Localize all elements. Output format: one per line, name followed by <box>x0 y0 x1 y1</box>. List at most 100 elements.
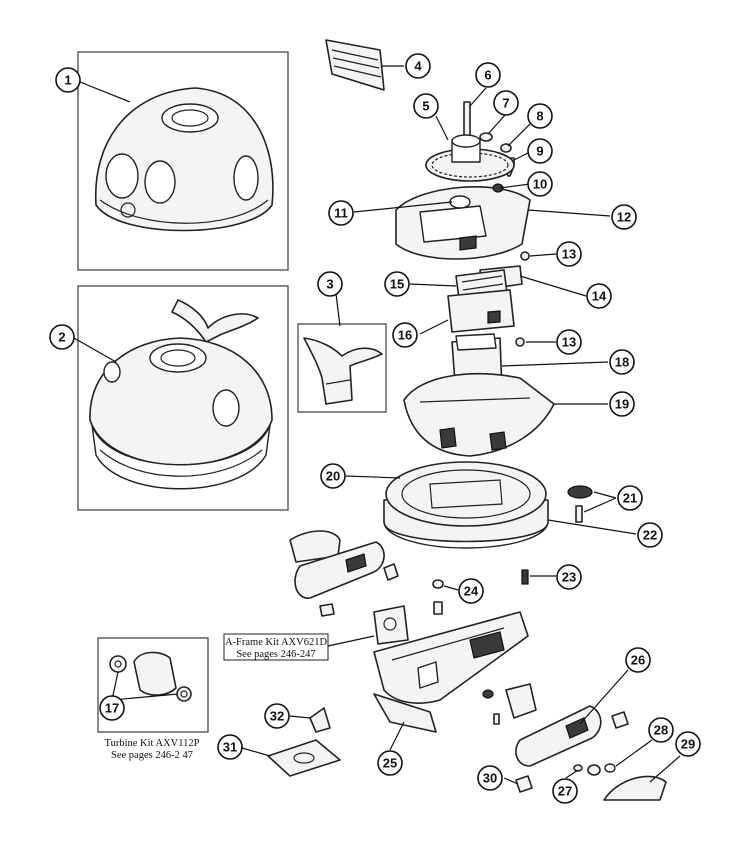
part-7-washer <box>479 132 493 142</box>
turbine-kit-line2: See pages 246-2 47 <box>111 750 193 761</box>
turbine-kit-line1: Turbine Kit AXV112P <box>105 738 200 749</box>
callout-23: 23 <box>556 564 582 590</box>
callout-22: 22 <box>637 522 663 548</box>
part-19-upper-housing <box>403 373 555 457</box>
callout-8-label: 8 <box>536 109 543 124</box>
callout-11: 11 <box>328 200 354 226</box>
callout-6-label: 6 <box>484 68 491 83</box>
callout-6: 6 <box>475 62 501 88</box>
callout-28-label: 28 <box>654 723 668 738</box>
part-6-pin <box>463 101 471 137</box>
callout-32-label: 32 <box>270 709 284 724</box>
callout-13-lower-label: 13 <box>562 335 576 350</box>
callout-19-label: 19 <box>615 397 629 412</box>
callout-4-label: 4 <box>414 59 422 74</box>
part-1-frame <box>77 51 289 271</box>
callout-29-label: 29 <box>681 737 695 752</box>
callout-7: 7 <box>493 90 519 116</box>
callout-10: 10 <box>527 171 553 197</box>
part-27-washers <box>573 764 601 776</box>
part-21-weight <box>567 485 593 523</box>
callout-14-label: 14 <box>592 289 607 304</box>
callout-19: 19 <box>609 391 635 417</box>
callout-23-label: 23 <box>562 570 576 585</box>
aframe-kit-line1: A-Frame Kit AXV621D <box>225 637 327 648</box>
part-20-base-plate <box>385 461 547 527</box>
callout-25-label: 25 <box>383 756 397 771</box>
part-11-bushing <box>449 195 471 209</box>
part-13-screw-upper <box>520 251 530 261</box>
callout-20: 20 <box>320 463 346 489</box>
part-1-top-cover <box>94 87 274 232</box>
callout-22-label: 22 <box>643 528 657 543</box>
part-4-grate <box>325 39 385 91</box>
callout-26: 26 <box>625 647 651 673</box>
turbine-kit-label: Turbine Kit AXV112P See pages 246-2 47 <box>105 738 200 761</box>
callout-25: 25 <box>377 750 403 776</box>
callout-2-label: 2 <box>58 330 65 345</box>
track-left-belt <box>294 541 385 599</box>
callout-21-label: 21 <box>623 491 637 506</box>
callout-17: 17 <box>99 695 125 721</box>
callout-18-label: 18 <box>615 355 629 370</box>
part-16-motor-housing <box>447 289 515 333</box>
part-32-latch <box>309 707 331 733</box>
part-26-track-right <box>515 705 602 767</box>
callout-7-label: 7 <box>502 96 509 111</box>
part-13-screw-lower <box>515 337 525 347</box>
callout-16: 16 <box>392 322 418 348</box>
callout-24: 24 <box>458 578 484 604</box>
callout-31-label: 31 <box>223 740 237 755</box>
callout-27: 27 <box>552 778 578 804</box>
a-frame-bracket <box>373 605 409 645</box>
callout-14: 14 <box>586 283 612 309</box>
callout-4: 4 <box>405 53 431 79</box>
callout-15-label: 15 <box>390 277 404 292</box>
callout-3: 3 <box>317 271 343 297</box>
callout-32: 32 <box>264 703 290 729</box>
drive-arm <box>505 683 537 719</box>
callout-26-label: 26 <box>631 653 645 668</box>
callout-5: 5 <box>413 93 439 119</box>
part-30-clip <box>515 775 533 793</box>
track-right-clip <box>611 711 629 729</box>
part-3-handle <box>303 337 383 405</box>
part-23-screw <box>521 569 529 585</box>
callout-5-label: 5 <box>422 99 429 114</box>
part-24-fastener <box>432 579 444 615</box>
part-2-frame <box>77 285 289 511</box>
callout-2: 2 <box>49 324 75 350</box>
callout-31: 31 <box>217 734 243 760</box>
callout-30: 30 <box>477 765 503 791</box>
callout-10-label: 10 <box>533 177 547 192</box>
part-31-plate <box>267 739 341 777</box>
callout-28: 28 <box>648 717 674 743</box>
part-2-cover-with-handle <box>89 299 273 490</box>
callout-9: 9 <box>527 138 553 164</box>
callout-24-label: 24 <box>464 584 479 599</box>
callout-12-label: 12 <box>617 210 631 225</box>
callout-12: 12 <box>611 204 637 230</box>
track-left-clip-2 <box>319 603 335 617</box>
callout-21: 21 <box>617 485 643 511</box>
turbine-kit-frame <box>97 637 209 733</box>
callout-27-label: 27 <box>558 784 572 799</box>
part-25-front-cap <box>373 693 437 733</box>
leader-lines <box>73 65 681 785</box>
callout-17-label: 17 <box>105 701 119 716</box>
track-left-clip-1 <box>383 563 399 581</box>
callout-20-label: 20 <box>326 469 340 484</box>
callout-9-label: 9 <box>536 144 543 159</box>
callout-13-upper: 13 <box>556 241 582 267</box>
callout-8: 8 <box>527 103 553 129</box>
callout-1: 1 <box>55 67 81 93</box>
callout-30-label: 30 <box>483 771 497 786</box>
part-3-frame <box>297 323 387 413</box>
callout-11-label: 11 <box>334 206 348 221</box>
callout-18: 18 <box>609 349 635 375</box>
callout-3-label: 3 <box>326 277 333 292</box>
part-29-end-cap <box>603 775 667 801</box>
callout-13-upper-label: 13 <box>562 247 576 262</box>
aframe-kit-line2: See pages 246-247 <box>236 649 315 660</box>
chassis-tray <box>373 611 529 704</box>
